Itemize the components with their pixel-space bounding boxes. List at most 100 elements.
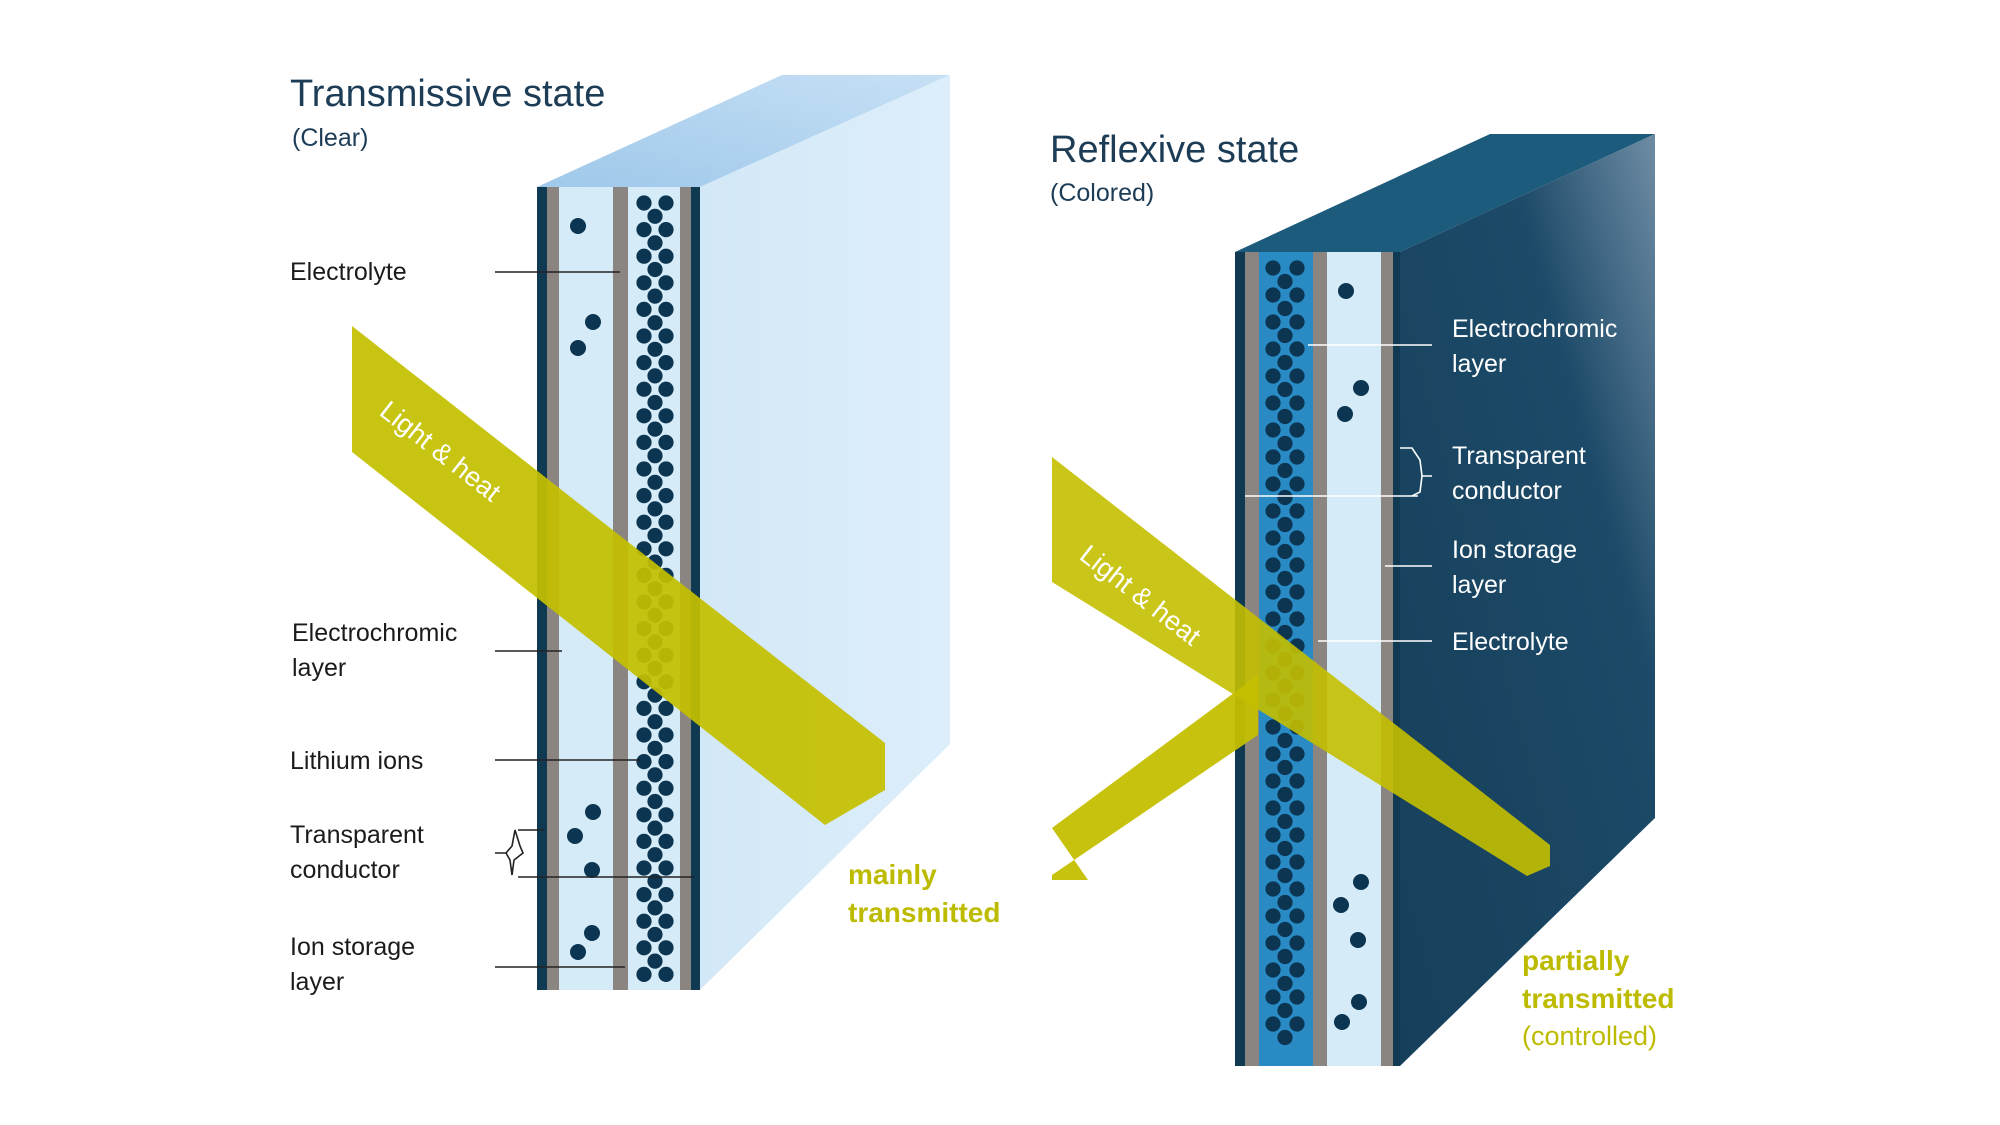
lithium-ion-dot (1289, 935, 1305, 951)
lithium-ion-dot (1289, 584, 1305, 600)
lithium-ion-dot (1265, 908, 1281, 924)
light-heat-beam-colored: Light & heat (1052, 457, 1550, 880)
result-clear-2: transmitted (848, 897, 1000, 928)
lithium-ion-dot (1289, 449, 1305, 465)
lithium-ion-dot (1277, 489, 1293, 506)
lithium-ion-dot (647, 740, 663, 756)
lithium-ion-dot (1277, 597, 1293, 614)
lithium-ion-dot (1265, 395, 1281, 411)
lithium-ion-dot (636, 248, 652, 264)
lithium-ions-dense-colored (1265, 260, 1305, 1046)
label-transparent-colored-1: Transparent (1452, 442, 1586, 470)
lithium-ion-dot (647, 501, 663, 517)
label-electrolyte-clear: Electrolyte (290, 258, 407, 286)
lithium-ion-dot (647, 235, 663, 251)
lithium-ions-sparse-colored (1333, 283, 1369, 1030)
lithium-ion-dot (1289, 557, 1305, 573)
lithium-ion-dot (658, 541, 674, 557)
lithium-ion-dot (647, 448, 663, 464)
lithium-ion-dot (1265, 989, 1281, 1005)
lithium-ion-dot (647, 767, 663, 783)
lithium-ion-dot (1265, 557, 1281, 573)
lithium-ion-dot (658, 514, 674, 530)
lithium-ion-dot (1289, 314, 1305, 330)
result-colored-2: transmitted (1522, 983, 1674, 1014)
lithium-ion-dot (1277, 408, 1293, 425)
label-electrolyte-colored: Electrolyte (1452, 628, 1569, 656)
clear-callout-lines (495, 271, 694, 968)
lithium-ion-dot (1265, 854, 1281, 870)
lithium-ion-dot (658, 780, 674, 796)
label-ion-storage-colored-1: Ion storage (1452, 536, 1577, 564)
lithium-ion-dot (658, 248, 674, 264)
label-ion-storage-clear-1: Ion storage (290, 933, 415, 961)
lithium-ion-dot (658, 727, 674, 743)
lithium-ion-dot (636, 860, 652, 876)
lithium-ion-dot (658, 940, 674, 956)
lithium-ion-dot (636, 434, 652, 450)
reflexive-subtitle: (Colored) (1050, 179, 1154, 207)
lithium-ion-dot (1289, 422, 1305, 438)
lithium-ion-dot (1289, 908, 1305, 924)
lithium-ion-dot (647, 368, 663, 384)
lithium-ion-dot (647, 341, 663, 357)
lithium-ion-dot (1265, 476, 1281, 492)
lithium-ion-dot (1289, 260, 1305, 276)
lithium-ion-dot (636, 381, 652, 397)
lithium-ion-dot (647, 208, 663, 224)
lithium-ion-dot (1277, 840, 1293, 857)
lithium-ion-dot (1289, 476, 1305, 492)
lithium-ion-dot (658, 488, 674, 504)
lithium-ion-dot (1265, 611, 1281, 627)
label-lithium-ions: Lithium ions (290, 747, 423, 775)
lithium-ions-sparse-clear (567, 218, 601, 960)
lithium-ion-dot (647, 926, 663, 943)
lithium-ion-dot (647, 847, 663, 863)
lithium-ion-dot (1265, 800, 1281, 816)
lithium-ion-dot (1277, 516, 1293, 533)
label-ion-storage-clear-2: layer (290, 968, 344, 996)
lithium-ion-dot (647, 873, 663, 889)
lithium-ion-dot (636, 408, 652, 424)
lithium-ion-dot (1289, 368, 1305, 384)
lithium-ion-dot (1289, 800, 1305, 816)
clear-glass-top (537, 75, 950, 187)
lithium-ion-dot (658, 275, 674, 291)
lithium-ion-dot (1277, 759, 1293, 776)
lithium-ion-dot (1277, 435, 1293, 452)
lithium-ion-dot (636, 355, 652, 371)
lithium-ion-dot (1289, 503, 1305, 519)
lithium-ion-dot (1289, 854, 1305, 870)
lithium-ion-dot (1289, 962, 1305, 978)
lithium-ion-dot (658, 966, 674, 983)
lithium-ion-dot (1277, 543, 1293, 560)
lithium-ion-dot (1265, 827, 1281, 843)
result-colored-1: partially (1522, 945, 1630, 976)
lithium-ion-dot (647, 474, 663, 490)
lithium-ion-dot (658, 913, 674, 929)
label-electrochromic-clear-1: Electrochromic (292, 619, 457, 647)
lithium-ion-dot (1265, 314, 1281, 330)
lithium-ion-dot (658, 860, 674, 876)
lithium-ion-dot (1277, 975, 1293, 992)
lithium-ion-dot (1289, 881, 1305, 897)
lithium-ion-dot (658, 381, 674, 397)
lithium-ion-dot (1265, 422, 1281, 438)
lithium-ion-dot (1289, 746, 1305, 762)
lithium-ion-dot (636, 488, 652, 504)
lithium-ion-dot (1289, 395, 1305, 411)
lithium-ion-dot (647, 714, 663, 730)
lithium-ion-dot (1289, 341, 1305, 357)
lithium-ion-dot (636, 301, 652, 317)
label-transparent-clear-1: Transparent (290, 821, 424, 849)
lithium-ion-dot (636, 780, 652, 796)
label-transparent-clear-2: conductor (290, 856, 400, 884)
lithium-ion-dot (1277, 921, 1293, 938)
reflexive-panel: Reflexive state (Colored) (1050, 129, 1674, 1066)
lithium-ion-dot (1265, 962, 1281, 978)
lithium-ion-dot (636, 833, 652, 850)
lithium-ion-dot (658, 222, 674, 238)
lithium-ion-dot (1265, 341, 1281, 357)
ion-storage-layer-colored (1313, 252, 1327, 1066)
label-electrochromic-colored-2: layer (1452, 350, 1506, 378)
